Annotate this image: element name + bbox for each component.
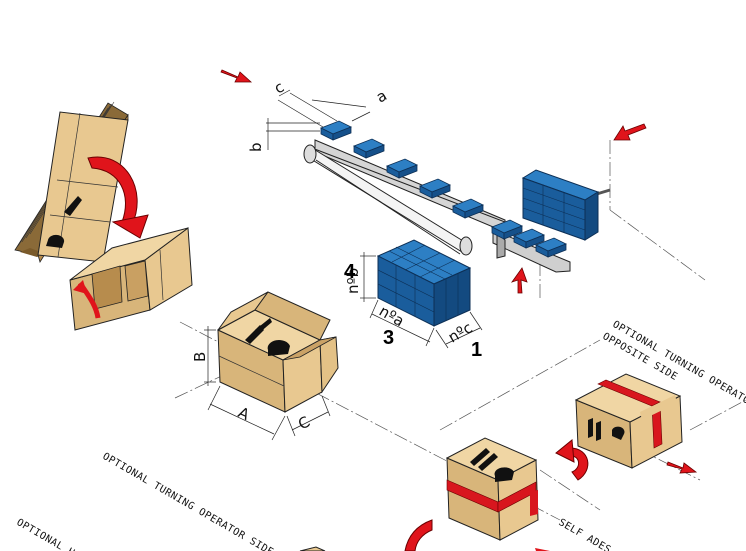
curved-turn-arrow-1	[87, 156, 149, 239]
red-direction-arrow-top-left	[220, 69, 253, 83]
block-label-nb: nºb	[344, 268, 362, 294]
step-label-1: 1	[471, 339, 482, 361]
fragile-glass-icon	[267, 340, 290, 356]
sealed-carton-bottom	[445, 437, 539, 541]
carton-label-C: C	[295, 413, 313, 434]
erected-box-tube	[69, 227, 193, 331]
flat-box-blank-stack	[14, 101, 129, 263]
carton-dimension-lines	[204, 326, 331, 441]
fragile-glass-icon	[46, 234, 65, 248]
red-direction-arrow-top-right	[613, 123, 647, 141]
product-layer-block	[376, 239, 472, 327]
product-dimension-lines	[266, 89, 371, 150]
fragile-glass-icon	[612, 426, 625, 440]
product-stack-right	[521, 169, 611, 241]
dim-label-a: a	[373, 86, 390, 106]
step-label-3: 3	[383, 327, 394, 349]
red-direction-arrow-bottom	[535, 548, 550, 551]
this-side-up-icon	[64, 196, 82, 216]
dim-label-c: c	[271, 78, 287, 98]
note-operator-side-2: OPTIONAL H	[15, 517, 77, 551]
partial-carton-bottom	[299, 546, 326, 551]
note-self-adhesive: SELF ADES	[557, 517, 613, 551]
fragile-glass-icon	[494, 467, 514, 482]
carton-label-A: A	[235, 403, 253, 424]
carton-label-B: B	[191, 352, 209, 362]
block-dimension-lines	[360, 252, 483, 349]
transfer-pusher	[491, 219, 571, 273]
curved-turn-arrow-3	[404, 519, 433, 551]
dim-label-b: b	[247, 142, 265, 152]
open-carton	[216, 291, 339, 413]
curved-turn-arrow-2	[555, 439, 589, 481]
this-side-up-icon	[470, 448, 490, 466]
this-side-up-icon	[588, 418, 593, 438]
red-direction-arrow-bottom-right	[666, 461, 698, 474]
step-label-4: 4	[344, 261, 356, 283]
red-direction-arrow-up	[510, 267, 528, 294]
note-operator-side: OPTIONAL TURNING OPERATOR SIDE	[101, 451, 276, 551]
sealed-carton-right	[574, 373, 683, 469]
conveyor-belt	[303, 139, 507, 256]
